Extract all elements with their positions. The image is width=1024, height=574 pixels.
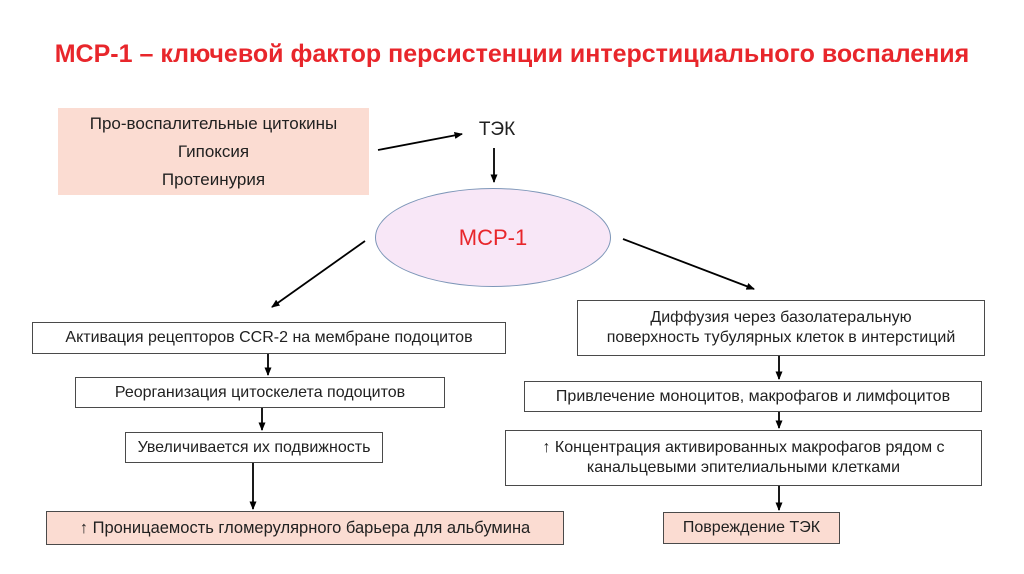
left-step-1: Активация рецепторов CCR-2 на мембране п… [32, 322, 506, 354]
arrow-mcp1-to-left-chain [271, 240, 366, 308]
right-step-3-line-2: канальцевыми эпителиальными клетками [586, 459, 901, 476]
right-step-1-line-2: поверхность тубулярных клеток в интерсти… [606, 329, 956, 346]
right-outcome: Повреждение ТЭК [663, 512, 840, 544]
right-step-2: Привлечение моноцитов, макрофагов и лимф… [524, 381, 982, 412]
mcp1-ellipse: MCP-1 [375, 188, 611, 287]
left-outcome: ↑ Проницаемость гломерулярного барьера д… [46, 511, 564, 545]
triggers-line-proteinuria: Протеинурия [161, 169, 266, 189]
right-step-3-line-1: ↑ Концентрация активированных макрофагов… [542, 439, 945, 456]
arrow-triggers-to-tek [377, 131, 463, 151]
left-step-2: Реорганизация цитоскелета подоцитов [75, 377, 445, 408]
triggers-line-cytokines: Про-воспалительные цитокины [89, 113, 338, 133]
arrow-mcp1-to-right-chain [622, 238, 755, 290]
mcp1-label: MCP-1 [458, 224, 528, 250]
right-step-1: Диффузия через базолатеральную поверхнос… [577, 300, 985, 356]
page-title: МСР-1 – ключевой фактор персистенции инт… [54, 40, 970, 68]
right-step-1-line-1: Диффузия через базолатеральную [650, 309, 912, 326]
right-step-3: ↑ Концентрация активированных макрофагов… [505, 430, 982, 486]
tek-label: ТЭК [478, 119, 516, 141]
left-step-3: Увеличивается их подвижность [125, 432, 383, 463]
triggers-box: Про-воспалительные цитокины Гипоксия Про… [58, 108, 369, 195]
triggers-line-hypoxia: Гипоксия [177, 141, 250, 161]
